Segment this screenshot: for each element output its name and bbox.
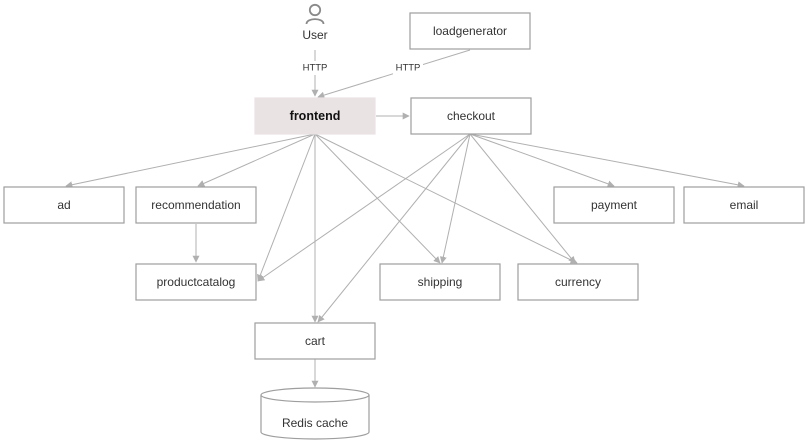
email-label: email [730, 198, 759, 212]
edge-checkout-email [469, 133, 745, 189]
node-redis-cache: Redis cache [260, 387, 370, 440]
edge-frontend-productcatalog [257, 133, 316, 282]
edge-checkout-shipping [439, 133, 471, 264]
edge-label-loadgenerator-http: HTTP [396, 63, 421, 74]
payment-label: payment [591, 198, 638, 212]
node-frontend: frontend [254, 97, 376, 135]
node-cart: cart [254, 322, 376, 360]
node-user: User [302, 3, 328, 42]
edge-checkout-payment [469, 133, 615, 188]
ad-label: ad [57, 198, 70, 212]
productcatalog-label: productcatalog [157, 275, 236, 289]
cart-label: cart [305, 334, 326, 348]
node-payment: payment [553, 186, 675, 224]
node-checkout: checkout [410, 97, 532, 135]
edge-frontend-recommendation [197, 133, 316, 187]
edge-frontend-ad [65, 133, 316, 189]
node-ad: ad [3, 186, 125, 224]
person-icon [305, 3, 325, 25]
edges [65, 49, 745, 388]
node-currency: currency [517, 263, 639, 301]
edge-labels: HTTP HTTP [299, 61, 423, 75]
edge-label-user-http: HTTP [303, 63, 328, 74]
node-recommendation: recommendation [135, 186, 257, 224]
edge-checkout-currency [469, 133, 576, 264]
node-productcatalog: productcatalog [135, 263, 257, 301]
redis-cache-label: Redis cache [282, 416, 348, 430]
frontend-label: frontend [290, 109, 341, 123]
loadgenerator-label: loadgenerator [433, 24, 507, 38]
node-loadgenerator: loadgenerator [409, 12, 531, 50]
edge-frontend-currency [314, 133, 578, 264]
shipping-label: shipping [418, 275, 463, 289]
node-shipping: shipping [379, 263, 501, 301]
node-email: email [683, 186, 805, 224]
checkout-label: checkout [447, 109, 496, 123]
user-label: User [302, 28, 327, 42]
currency-label: currency [555, 275, 601, 289]
edge-checkout-productcatalog [257, 133, 471, 282]
edge-checkout-cart [317, 133, 471, 323]
recommendation-label: recommendation [151, 198, 240, 212]
